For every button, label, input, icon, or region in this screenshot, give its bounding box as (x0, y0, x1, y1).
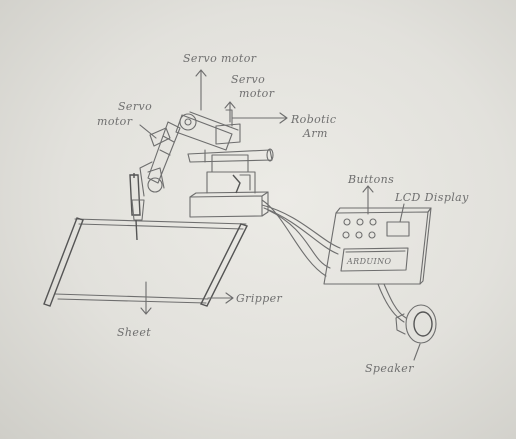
label-arduino: ARDUINO (346, 257, 392, 266)
elbow-joint (180, 114, 196, 130)
label-robotic-arm-1: Robotic (290, 113, 336, 126)
robotic-arm (130, 110, 240, 240)
robot-base (188, 149, 273, 217)
lcd-display (387, 222, 409, 236)
label-buttons: Buttons (347, 173, 394, 186)
label-servo-motor-mid-1: Servo (231, 73, 265, 86)
wrist-joint (148, 178, 162, 192)
label-servo-motor-left-1: Servo (118, 100, 152, 113)
label-servo-motor-left-2: motor (97, 115, 133, 128)
label-lcd-display: LCD Display (394, 191, 469, 204)
label-robotic-arm-2: Arm (302, 127, 328, 140)
buttons (343, 219, 376, 238)
label-gripper: Gripper (236, 292, 283, 305)
speaker (396, 305, 436, 343)
controller-board (324, 208, 431, 284)
label-sheet: Sheet (117, 326, 151, 339)
label-servo-motor-mid-2: motor (239, 87, 275, 100)
label-servo-motor-top: Servo motor (183, 52, 257, 65)
label-speaker: Speaker (365, 362, 414, 375)
